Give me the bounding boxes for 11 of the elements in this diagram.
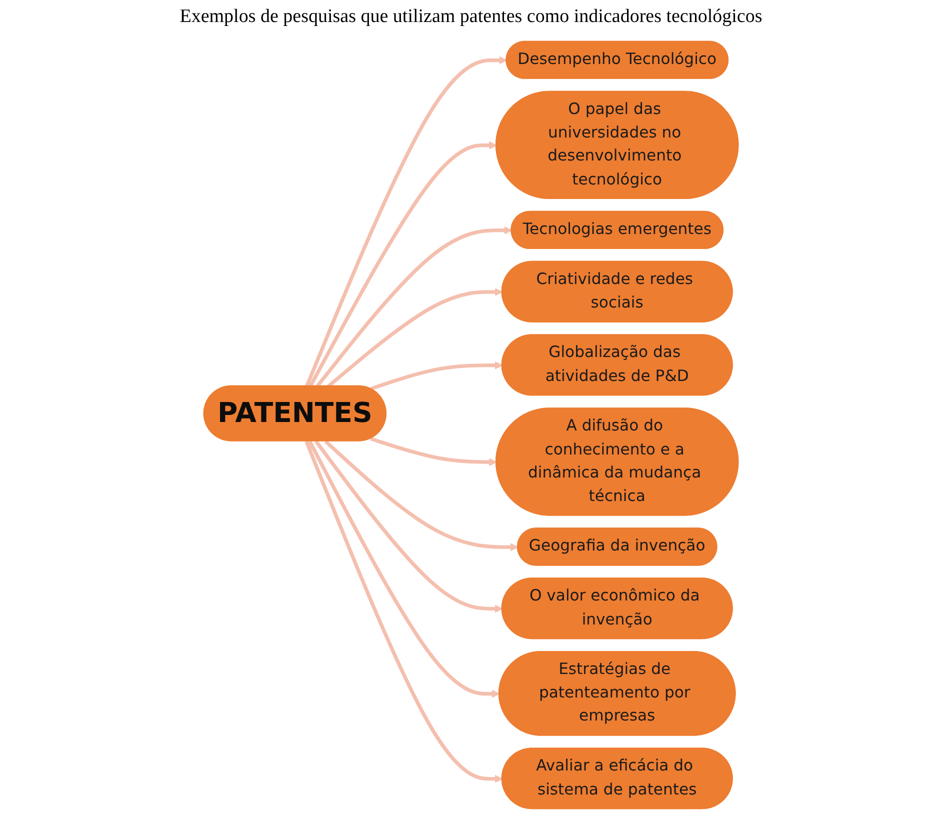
figure-title: Exemplos de pesquisas que utilizam patentes como indicadores tecnológicos bbox=[178, 5, 764, 29]
arrow bbox=[370, 436, 497, 466]
arrow bbox=[305, 56, 507, 387]
arrow bbox=[314, 440, 503, 613]
arrow bbox=[316, 226, 512, 388]
arrow bbox=[370, 361, 503, 391]
arrow bbox=[324, 440, 518, 552]
arrow bbox=[304, 440, 503, 783]
arrow bbox=[327, 288, 503, 388]
arrow bbox=[308, 141, 497, 388]
arrow bbox=[308, 440, 500, 698]
